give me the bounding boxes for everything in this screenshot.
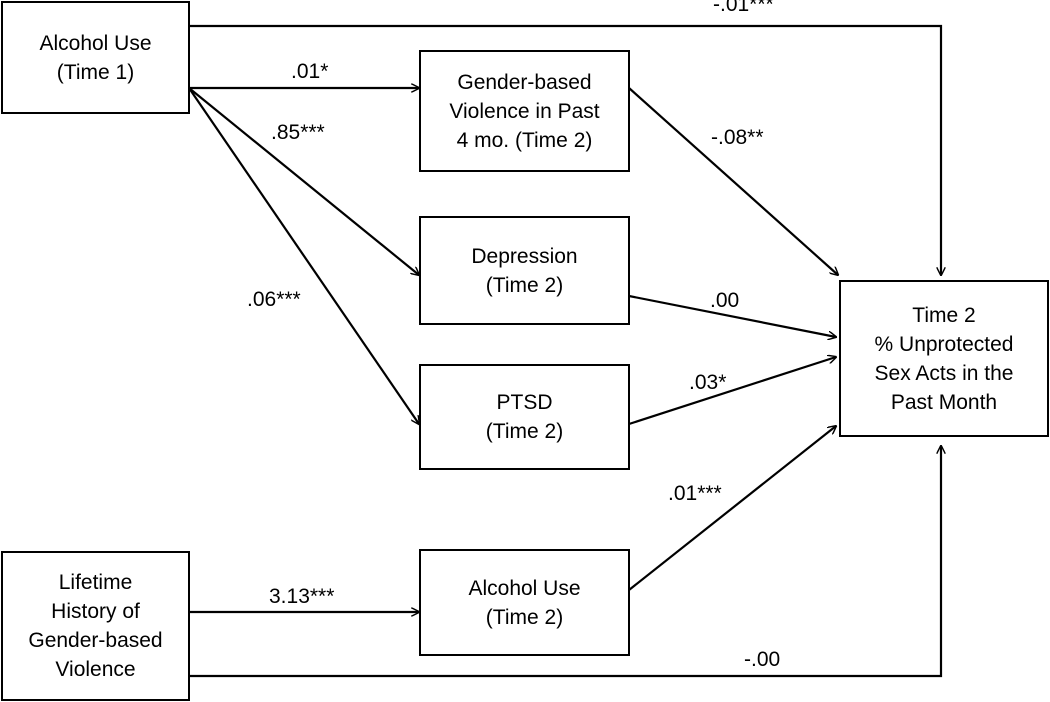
node-alcohol-use-time1: Alcohol Use (Time 1) <box>1 1 190 114</box>
label-alc1-to-gbv2: .01* <box>291 60 329 83</box>
label-depression-to-outcome: .00 <box>710 289 740 312</box>
label-alc1-to-outcome: -.01*** <box>713 0 774 16</box>
node-line: (Time 2) <box>485 605 564 629</box>
node-line: Lifetime <box>58 571 133 594</box>
node-alcohol-use-time2: Alcohol Use (Time 2) <box>419 549 630 656</box>
node-line: Violence <box>55 658 136 681</box>
node-gbv-past-4mo-time2: Gender-based Violence in Past 4 mo. (Tim… <box>419 50 630 172</box>
node-depression-time2: Depression (Time 2) <box>419 216 630 325</box>
node-lifetime-gbv: Lifetime History of Gender-based Violenc… <box>1 551 190 701</box>
label-alc2-to-outcome: .01*** <box>668 482 722 505</box>
arrow-alc1-to-ptsd <box>188 87 419 424</box>
node-line: (Time 2) <box>485 273 564 297</box>
arrow-ptsd-to-outcome <box>628 357 836 426</box>
node-line: Alcohol Use <box>468 576 581 600</box>
label-alc1-to-ptsd: .06*** <box>247 288 301 311</box>
label-lifetime-to-alc2: 3.13*** <box>269 585 335 608</box>
node-ptsd-time2: PTSD (Time 2) <box>419 364 630 470</box>
node-line: Alcohol Use <box>39 31 152 55</box>
label-lifetime-to-outcome: -.00 <box>744 648 781 671</box>
arrow-lifetime-to-outcome <box>189 446 941 678</box>
label-ptsd-to-outcome: .03* <box>689 371 727 394</box>
node-outcome-unprotected-sex: Time 2 % Unprotected Sex Acts in the Pas… <box>839 280 1049 437</box>
arrow-depression-to-outcome <box>628 294 836 337</box>
arrow-alc1-to-outcome <box>189 24 941 275</box>
arrow-alc1-to-depression <box>188 87 419 275</box>
arrow-gbv2-to-outcome <box>628 87 838 275</box>
label-alc1-to-depression: .85*** <box>271 121 325 144</box>
node-line: Gender-based <box>457 70 592 94</box>
node-line: (Time 2) <box>485 420 564 443</box>
node-line: % Unprotected <box>874 332 1014 356</box>
node-line: (Time 1) <box>56 60 135 84</box>
node-line: PTSD <box>496 391 553 414</box>
node-line: Gender-based <box>28 629 163 652</box>
node-line: Sex Acts in the <box>874 361 1014 385</box>
node-line: Past Month <box>890 390 998 414</box>
arrow-alc2-to-outcome <box>628 426 836 591</box>
node-line: History of <box>51 600 140 623</box>
node-line: Violence in Past <box>449 99 600 123</box>
node-line: Time 2 <box>912 303 976 327</box>
label-gbv2-to-outcome: -.08** <box>711 126 764 149</box>
node-line: 4 mo. (Time 2) <box>456 128 593 152</box>
node-line: Depression <box>471 244 578 268</box>
